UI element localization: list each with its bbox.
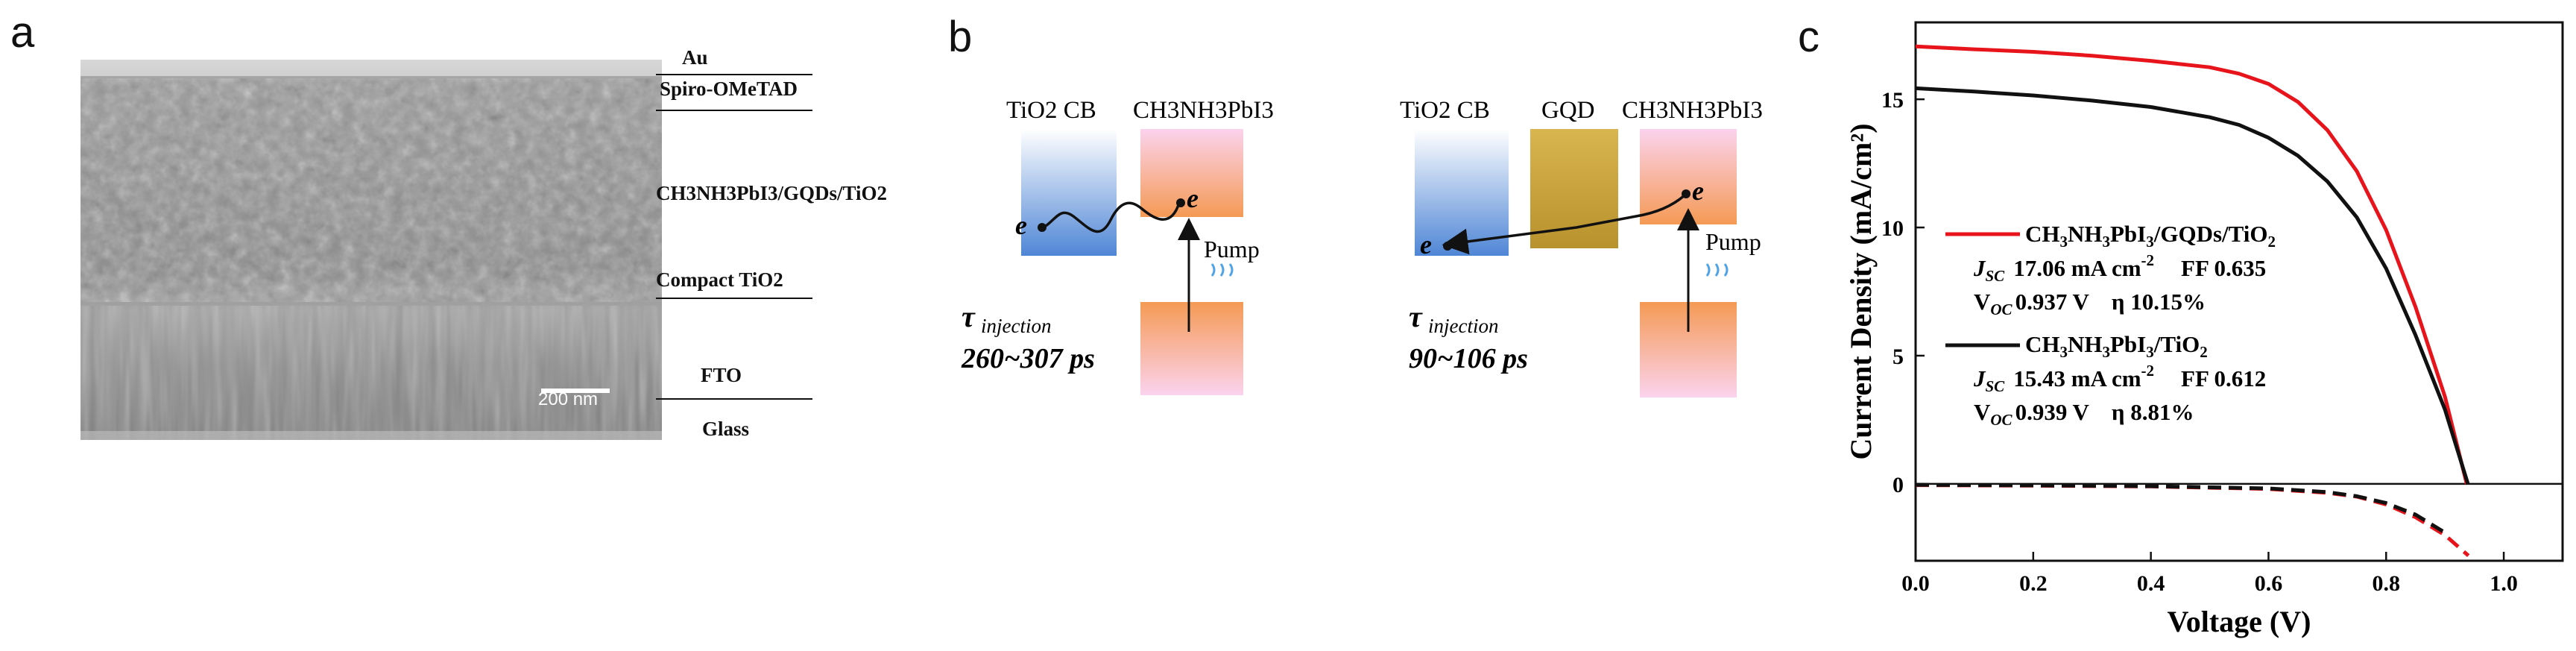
- series-line-0: [1915, 44, 2469, 485]
- b-right-electron-label-2: e: [1692, 176, 1704, 206]
- b-right-gqd-label: GQD: [1541, 97, 1595, 124]
- b-right-pump-label: Pump: [1705, 228, 1761, 255]
- b-right-tau-sub: injection: [1428, 315, 1498, 337]
- x-tick-label: 0.0: [1901, 571, 1930, 596]
- b-left-tau: τ: [962, 300, 976, 333]
- panel-a-label: a: [10, 8, 35, 57]
- b-left-electron-label-2: e: [1187, 183, 1199, 213]
- y-tick-label: 15: [1881, 88, 1904, 113]
- legend-name-tio2: CH3NH3PbI3/TiO2: [2025, 331, 2208, 361]
- x-tick-label: 0.6: [2255, 571, 2283, 596]
- b-right-electron-label-1: e: [1420, 230, 1432, 260]
- b-left-transfer-path: [1039, 201, 1181, 233]
- x-tick-label: 0.4: [2137, 571, 2165, 596]
- b-left-pump-label: Pump: [1204, 236, 1260, 262]
- legend-name-gqd: CH3NH3PbI3/GQDs/TiO2: [2025, 221, 2276, 251]
- b-right-pump-icon: [1705, 263, 1729, 277]
- series-line-1: [1915, 86, 2470, 485]
- y-tick-label: 10: [1881, 216, 1904, 241]
- b-right-transfer-arrow: [1442, 194, 1686, 255]
- b-right-perovskite-cb: [1640, 129, 1737, 224]
- jv-chart: 0.0 0.2 0.4 0.6 0.8 1.0 0 5 10 15 Current Density…: [1844, 21, 2564, 638]
- b-left-perovskite-cb: [1140, 129, 1243, 217]
- b-left-electron-dot: [1176, 198, 1185, 207]
- scale-bar: [541, 389, 610, 393]
- b-left-tau-sub: injection: [981, 315, 1051, 337]
- series-line-3: [1915, 482, 2446, 535]
- b-left-perovskite-label: CH3NH3PbI3: [1133, 97, 1274, 124]
- layer-perovskite-gqd: CH3NH3PbI3/GQDs/TiO2: [656, 182, 888, 204]
- layer-fto: FTO: [701, 364, 742, 386]
- x-tick-label: 1.0: [2490, 571, 2518, 596]
- x-axis-label: Voltage (V): [2168, 605, 2311, 638]
- b-left-tio2-label: TiO2 CB: [1006, 97, 1096, 124]
- plot-frame: [1914, 21, 2564, 562]
- plot-area: 0.0 0.2 0.4 0.6 0.8 1.0 0 5 10 15: [1881, 21, 2564, 596]
- panel-c-label: c: [1798, 13, 1819, 61]
- b-left-time: 260~307 ps: [961, 343, 1095, 374]
- b-left-tio2-band: [1021, 129, 1117, 256]
- sem-cross-section-image: [80, 60, 662, 440]
- b-left-electron-label-1: e: [1015, 210, 1027, 240]
- b-right-tau: τ: [1409, 300, 1423, 333]
- b-left-perovskite-vb: [1140, 302, 1243, 395]
- layer-label-lines: [656, 74, 812, 400]
- layer-compact-tio2: Compact TiO2: [656, 268, 783, 291]
- y-tick-label: 5: [1892, 345, 1904, 369]
- b-left-electron-dot-2: [1038, 223, 1046, 232]
- x-tick-label: 0.8: [2373, 571, 2401, 596]
- b-right-time: 90~106 ps: [1409, 343, 1528, 374]
- y-axis-label: Current Density (mA/cm²): [1844, 123, 1878, 459]
- b-right-electron-dot-2: [1443, 242, 1452, 251]
- layer-au: Au: [682, 46, 708, 69]
- layer-glass: Glass: [702, 418, 750, 440]
- scale-bar-label: 200 nm: [538, 389, 599, 409]
- x-tick-label: 0.2: [2019, 571, 2048, 596]
- series-line-2: [1915, 483, 2470, 557]
- layer-spiro: Spiro-OMeTAD: [660, 78, 798, 100]
- b-right-perovskite-label: CH3NH3PbI3: [1622, 97, 1763, 124]
- panel-b-label: b: [948, 13, 973, 61]
- b-left-pump-icon: [1210, 263, 1234, 277]
- energy-diagram: TiO2 CB CH3NH3PbI3 e e Pump τ injection …: [961, 97, 1763, 397]
- y-tick-label: 0: [1892, 473, 1904, 497]
- b-right-tio2-label: TiO2 CB: [1400, 97, 1490, 124]
- b-right-electron-dot: [1682, 189, 1690, 198]
